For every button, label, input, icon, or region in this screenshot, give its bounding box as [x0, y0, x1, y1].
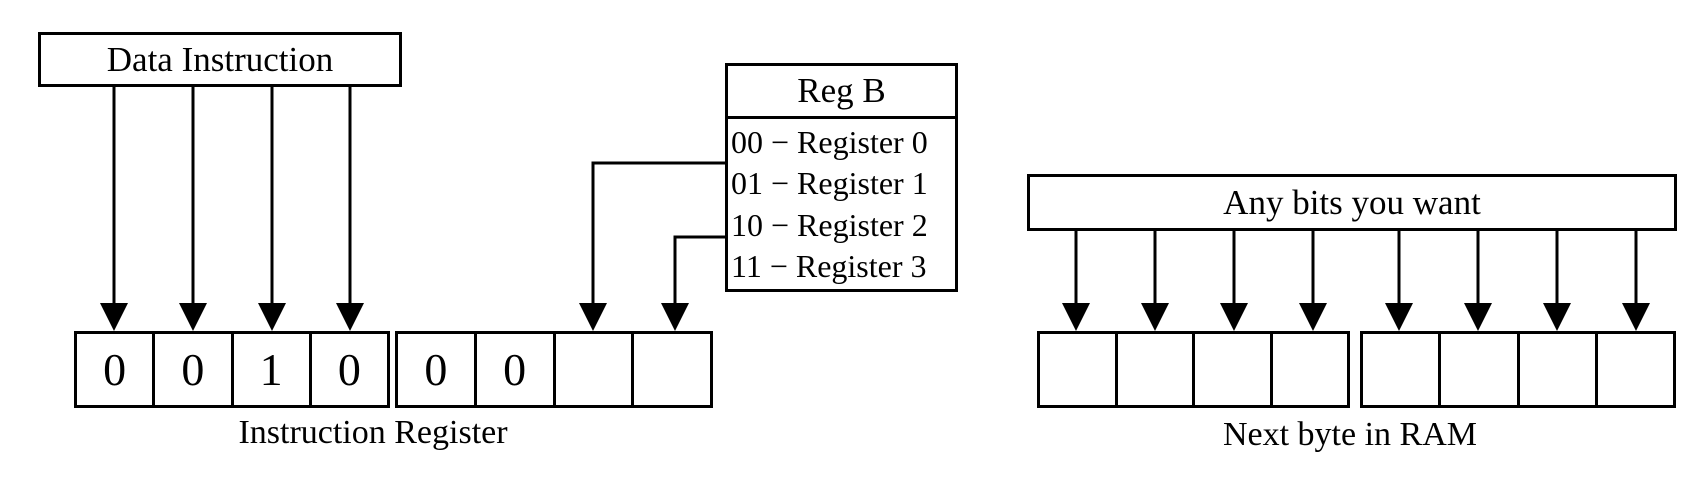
- reg-b-connector-arrow: [579, 161, 725, 331]
- next-byte-ram-caption: Next byte in RAM: [1222, 416, 1478, 453]
- ir-bit-cell: 0: [477, 334, 556, 405]
- any-bits-box: Any bits you want: [1027, 174, 1677, 231]
- ram-bit-cell: [1441, 334, 1520, 405]
- reg-b-options: 00 − Register 0 01 − Register 1 10 − Reg…: [728, 119, 955, 289]
- reg-b-option: 00 − Register 0: [731, 123, 928, 160]
- any-bits-arrow: [1062, 231, 1090, 331]
- data-instruction-arrow: [179, 87, 207, 331]
- instruction-register-opcode-cells: 0 0 1 0: [74, 331, 390, 408]
- ir-bit-cell: [634, 334, 710, 405]
- reg-b-option: 01 − Register 1: [731, 165, 928, 202]
- instruction-register-operand-cells: 0 0: [395, 331, 713, 408]
- reg-b-option: 11 − Register 3: [731, 248, 927, 285]
- ir-bit-cell: 0: [155, 334, 234, 405]
- ir-bit-cell: 0: [337, 343, 361, 395]
- reg-b-table: Reg B 00 − Register 0 01 − Register 1 10…: [725, 63, 958, 292]
- ram-bit-cell: [1520, 334, 1598, 405]
- ram-byte-high-cells: [1037, 331, 1350, 408]
- any-bits-arrow: [1220, 231, 1248, 331]
- ram-bit-cell: [1273, 334, 1348, 405]
- any-bits-arrow: [1543, 231, 1571, 331]
- ir-bit-cell: 0: [77, 334, 156, 405]
- any-bits-arrow: [1464, 231, 1492, 331]
- data-instruction-arrow: [336, 87, 364, 331]
- data-instruction-arrow: [258, 87, 286, 331]
- instruction-register-caption: Instruction Register: [238, 414, 508, 451]
- data-instruction-label: Data Instruction: [106, 40, 334, 79]
- any-bits-arrow: [1141, 231, 1169, 331]
- reg-b-connector-arrow: [661, 235, 725, 331]
- ram-bit-cell: [1363, 334, 1442, 405]
- data-instruction-arrow: [100, 87, 128, 331]
- ram-bit-cell: [1118, 334, 1195, 405]
- ram-bit-cell: [1040, 334, 1118, 405]
- ram-bit-cell: [1195, 334, 1273, 405]
- any-bits-arrow: [1622, 231, 1650, 331]
- reg-b-option: 10 − Register 2: [731, 206, 928, 243]
- ir-bit-cell: 0: [398, 334, 477, 405]
- any-bits-arrow: [1299, 231, 1327, 331]
- data-instruction-box: Data Instruction: [38, 32, 402, 87]
- reg-b-title: Reg B: [728, 66, 955, 119]
- any-bits-arrow: [1385, 231, 1413, 331]
- ir-bit-cell: [556, 334, 635, 405]
- ir-bit-cell: 1: [234, 334, 312, 405]
- ram-byte-low-cells: [1360, 331, 1676, 408]
- ram-bit-cell: [1598, 334, 1673, 405]
- any-bits-label: Any bits you want: [1223, 183, 1481, 222]
